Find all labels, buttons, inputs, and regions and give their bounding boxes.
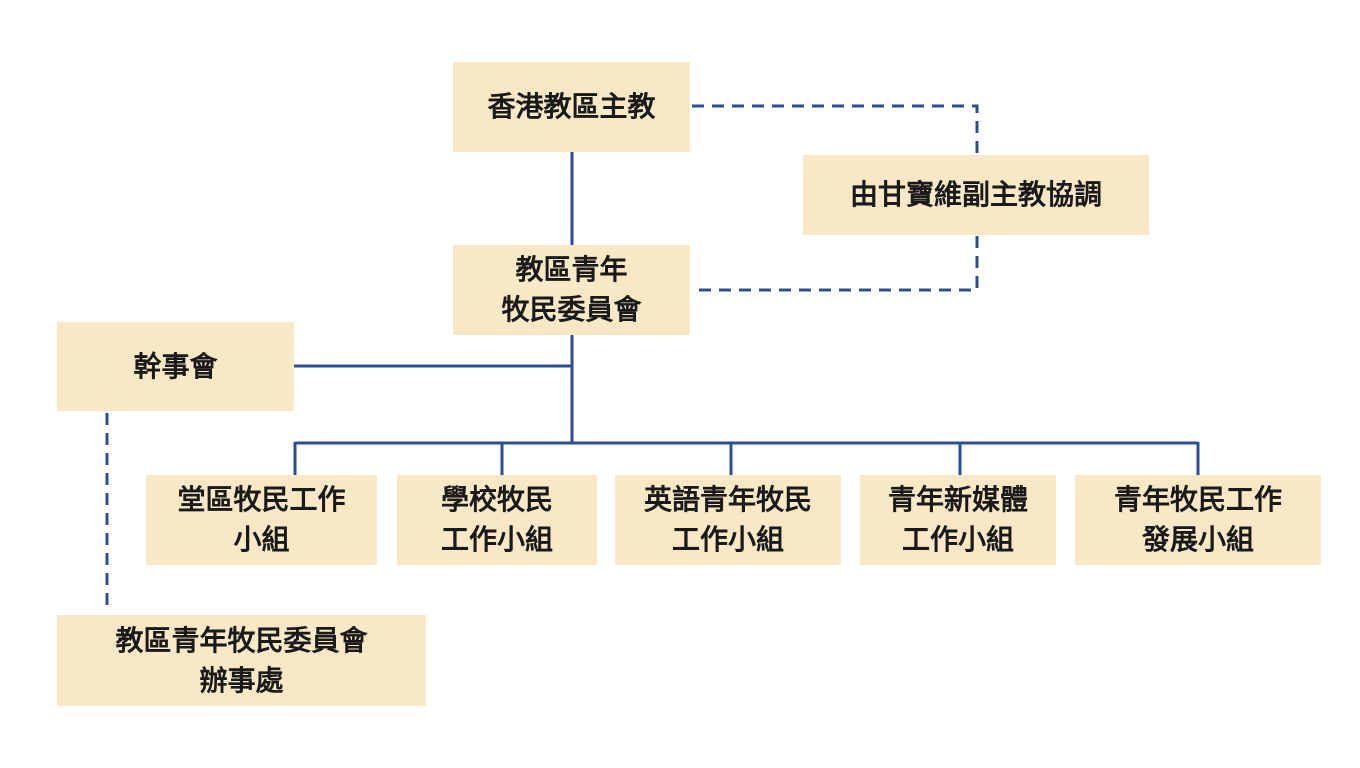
node-label: 發展小組	[1141, 523, 1254, 556]
node-office: 教區青年牧民委員會 辦事處	[57, 615, 426, 706]
node-label: 教區青年	[515, 253, 628, 286]
node-label: 工作小組	[671, 523, 784, 556]
node-bishop: 香港教區主教	[453, 62, 690, 152]
node-label: 學校牧民	[440, 483, 553, 516]
node-label: 小組	[233, 523, 290, 556]
node-label: 堂區牧民工作	[177, 483, 346, 516]
node-label: 教區青年牧民委員會	[115, 623, 368, 657]
node-group-development: 青年牧民工作 發展小組	[1075, 475, 1321, 565]
node-label: 由甘寶維副主教協調	[849, 178, 1102, 211]
coordinator-committee-dashed-line	[692, 236, 979, 292]
node-label: 英語青年牧民	[643, 483, 812, 516]
node-executive: 幹事會	[57, 322, 294, 411]
node-label: 牧民委員會	[501, 293, 642, 326]
node-label: 青年牧民工作	[1113, 483, 1282, 516]
node-label: 香港教區主教	[487, 90, 656, 123]
node-coordinator: 由甘寶維副主教協調	[803, 155, 1149, 235]
bishop-coordinator-dashed-line	[692, 104, 979, 155]
node-label: 辦事處	[199, 663, 284, 697]
node-label: 幹事會	[133, 349, 218, 383]
node-label: 工作小組	[440, 523, 553, 556]
node-label: 青年新媒體	[887, 483, 1028, 516]
node-group-school: 學校牧民 工作小組	[397, 475, 597, 565]
node-group-parish: 堂區牧民工作 小組	[146, 475, 377, 565]
node-group-new-media: 青年新媒體 工作小組	[860, 475, 1056, 565]
node-label: 工作小組	[901, 523, 1014, 556]
node-group-english: 英語青年牧民 工作小組	[615, 475, 841, 565]
node-committee: 教區青年 牧民委員會	[453, 245, 690, 335]
